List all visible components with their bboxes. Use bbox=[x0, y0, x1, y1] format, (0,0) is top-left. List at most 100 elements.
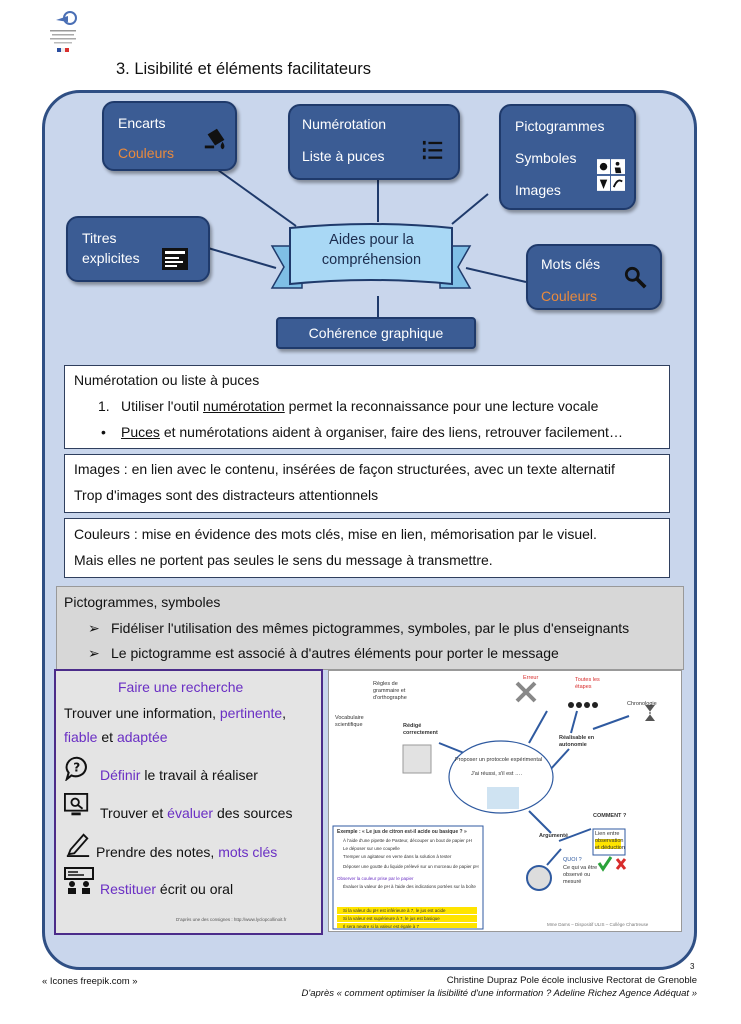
footer-right-1: Christine Dupraz Pole école inclusive Re… bbox=[446, 975, 697, 986]
step3-a: Prendre des notes, bbox=[96, 844, 219, 860]
research-credit: D'après une des consignes : http://www.l… bbox=[176, 917, 287, 922]
box-picto-item2: Le pictogramme est associé à d'autres él… bbox=[111, 645, 559, 661]
box-picto-heading: Pictogrammes, symboles bbox=[64, 594, 221, 610]
mm-vocab: Vocabulaire scientifique bbox=[335, 715, 364, 728]
node-explicites-label: explicites bbox=[82, 250, 140, 266]
node-titres-label: Titres bbox=[82, 230, 117, 246]
mm-ex3: Tremper un agitateur en verre dans la so… bbox=[343, 854, 452, 859]
footer-left: « Icones freepik.com » bbox=[42, 976, 138, 987]
mm-center1: Proposer un protocole expérimental bbox=[455, 757, 543, 763]
node-symboles-label: Symboles bbox=[515, 150, 577, 166]
step4-a: Restituer bbox=[100, 881, 157, 897]
intro1-c: , bbox=[282, 705, 287, 721]
svg-text:?: ? bbox=[73, 761, 80, 775]
item2-post: et numérotations aident à organiser, fai… bbox=[163, 424, 623, 440]
node-mots-cles-label: Mots clés bbox=[541, 256, 601, 272]
node-liste-label: Liste à puces bbox=[302, 148, 385, 164]
item2-bullet: • bbox=[101, 424, 106, 440]
mm-toutes: Toutes les étapes bbox=[575, 677, 600, 690]
box-numerotation: Numérotation ou liste à puces 1. Utilise… bbox=[64, 365, 670, 449]
item2-text: Puces et numérotations aident à organise… bbox=[121, 424, 623, 440]
node-pictogrammes-label: Pictogrammes bbox=[515, 118, 605, 134]
mm-ex2: Le déposer sur une coupelle bbox=[343, 846, 400, 851]
question-bubble-icon: ? bbox=[65, 756, 87, 781]
mm-comment: COMMENT ? bbox=[593, 813, 627, 819]
box-numerotation-heading: Numérotation ou liste à puces bbox=[74, 372, 260, 388]
magnifier-icon bbox=[624, 266, 647, 289]
mm-ex-title: Exemple : « Le jus de citron est-il acid… bbox=[337, 829, 467, 835]
center-ribbon bbox=[270, 223, 472, 289]
mm-quoi-detail: Ce qui va être observé ou mesuré bbox=[563, 865, 598, 885]
intro2-a: fiable bbox=[64, 729, 98, 745]
step2-b: évaluer bbox=[167, 805, 214, 821]
item1-post: permet la reconnaissance pour une lectur… bbox=[288, 398, 599, 414]
mm-ex9: Il sera neutre si la valeur est égale à … bbox=[343, 924, 420, 929]
mm-quoi: QUOI ? bbox=[563, 857, 582, 863]
pen-icon bbox=[66, 833, 90, 857]
item2-underlined: Puces bbox=[121, 424, 160, 440]
intro1-a: Trouver une information, bbox=[64, 705, 220, 721]
research-step2: Trouver et évaluer des sources bbox=[100, 805, 292, 821]
node-mots-cles-couleurs: Couleurs bbox=[541, 288, 598, 304]
paint-bucket-icon bbox=[204, 128, 225, 150]
pictograms-icon bbox=[597, 159, 625, 191]
center-line1: Aides pour la bbox=[329, 232, 414, 248]
node-pictogrammes: Pictogrammes Symboles Images bbox=[499, 104, 636, 210]
node-numerotation-label: Numérotation bbox=[302, 116, 387, 132]
mm-comment-detail: Lien entre observation et déduction bbox=[595, 831, 625, 851]
item1-pre: Utiliser l'outil bbox=[121, 398, 200, 414]
center-ribbon-text: Aides pour la compréhension bbox=[305, 230, 438, 270]
page-title: 3. Lisibilité et éléments facilitateurs bbox=[116, 60, 371, 78]
node-encarts: Encarts Couleurs bbox=[102, 101, 237, 171]
title-block-icon bbox=[162, 248, 188, 270]
item1-number: 1. bbox=[98, 398, 110, 414]
mm-ex6: Évaluer la valeur de pH à l'aide des ind… bbox=[343, 884, 476, 889]
page-number: 3 bbox=[690, 962, 695, 971]
step1-b: le travail à réaliser bbox=[140, 767, 258, 783]
research-intro2: fiable et adaptée bbox=[64, 729, 168, 745]
box-picto-item1: Fidéliser l'utilisation des mêmes pictog… bbox=[111, 620, 630, 636]
intro1-b: pertinente bbox=[219, 705, 283, 721]
node-images-label: Images bbox=[515, 182, 561, 198]
node-numerotation: Numérotation Liste à puces bbox=[288, 104, 460, 180]
research-step1: Définir le travail à réaliser bbox=[100, 767, 258, 783]
node-titres: Titres explicites bbox=[66, 216, 210, 282]
mm-argumente: Argumenté bbox=[539, 833, 569, 839]
mm-erreur: Erreur bbox=[523, 675, 539, 681]
node-encarts-label: Encarts bbox=[118, 115, 166, 131]
research-box: Faire une recherche Trouver une informat… bbox=[54, 669, 323, 935]
research-intro1: Trouver une information, pertinente, bbox=[64, 705, 286, 721]
arrow-bullet-1: ➢ bbox=[88, 620, 100, 636]
step2-c: des sources bbox=[213, 805, 293, 821]
node-coherence: Cohérence graphique bbox=[276, 317, 476, 349]
mm-ex1: À l'aide d'une pipette de Pasteur, décou… bbox=[343, 838, 472, 843]
box-pictogrammes: Pictogrammes, symboles ➢ Fidéliser l'uti… bbox=[56, 586, 684, 670]
box-couleurs-line2: Mais elles ne portent pas seules le sens… bbox=[74, 552, 493, 568]
node-encarts-couleurs: Couleurs bbox=[118, 145, 175, 161]
mindmap-lines bbox=[332, 681, 655, 930]
box-couleurs-line1: Couleurs : mise en évidence des mots clé… bbox=[74, 526, 597, 542]
item1-underlined: numérotation bbox=[203, 398, 285, 414]
numbered-list-icon bbox=[422, 140, 443, 160]
box-couleurs: Couleurs : mise en évidence des mots clé… bbox=[64, 518, 670, 578]
arrow-bullet-2: ➢ bbox=[88, 645, 100, 661]
research-step3: Prendre des notes, mots clés bbox=[96, 844, 277, 860]
search-screen-icon bbox=[64, 793, 89, 816]
box-images-line1: Images : en lien avec le contenu, inséré… bbox=[74, 461, 615, 477]
step4-b: écrit ou oral bbox=[156, 881, 234, 897]
step1-a: Définir bbox=[100, 767, 141, 783]
mm-ex4: Déposer une goutte du liquide prélevé su… bbox=[343, 864, 479, 869]
center-line2: compréhension bbox=[321, 252, 422, 268]
mm-credit: Mme Dams – Dispositif ULIS – Collège Cha… bbox=[547, 922, 649, 927]
box-images-line2: Trop d'images sont des distracteurs atte… bbox=[74, 487, 379, 503]
academie-logo bbox=[50, 11, 77, 52]
research-title: Faire une recherche bbox=[118, 679, 244, 695]
footer-right-2: D'après « comment optimiser la lisibilit… bbox=[301, 988, 697, 999]
mm-center2: J'ai réussi, s'il est …. bbox=[471, 771, 523, 777]
box-images: Images : en lien avec le contenu, inséré… bbox=[64, 454, 670, 513]
step2-a: Trouver et bbox=[100, 805, 168, 821]
mm-realisable: Réalisable en autonomie bbox=[559, 735, 595, 748]
intro2-c: adaptée bbox=[116, 729, 168, 745]
mm-regles: Règles de grammaire et d'orthographe bbox=[373, 681, 407, 701]
